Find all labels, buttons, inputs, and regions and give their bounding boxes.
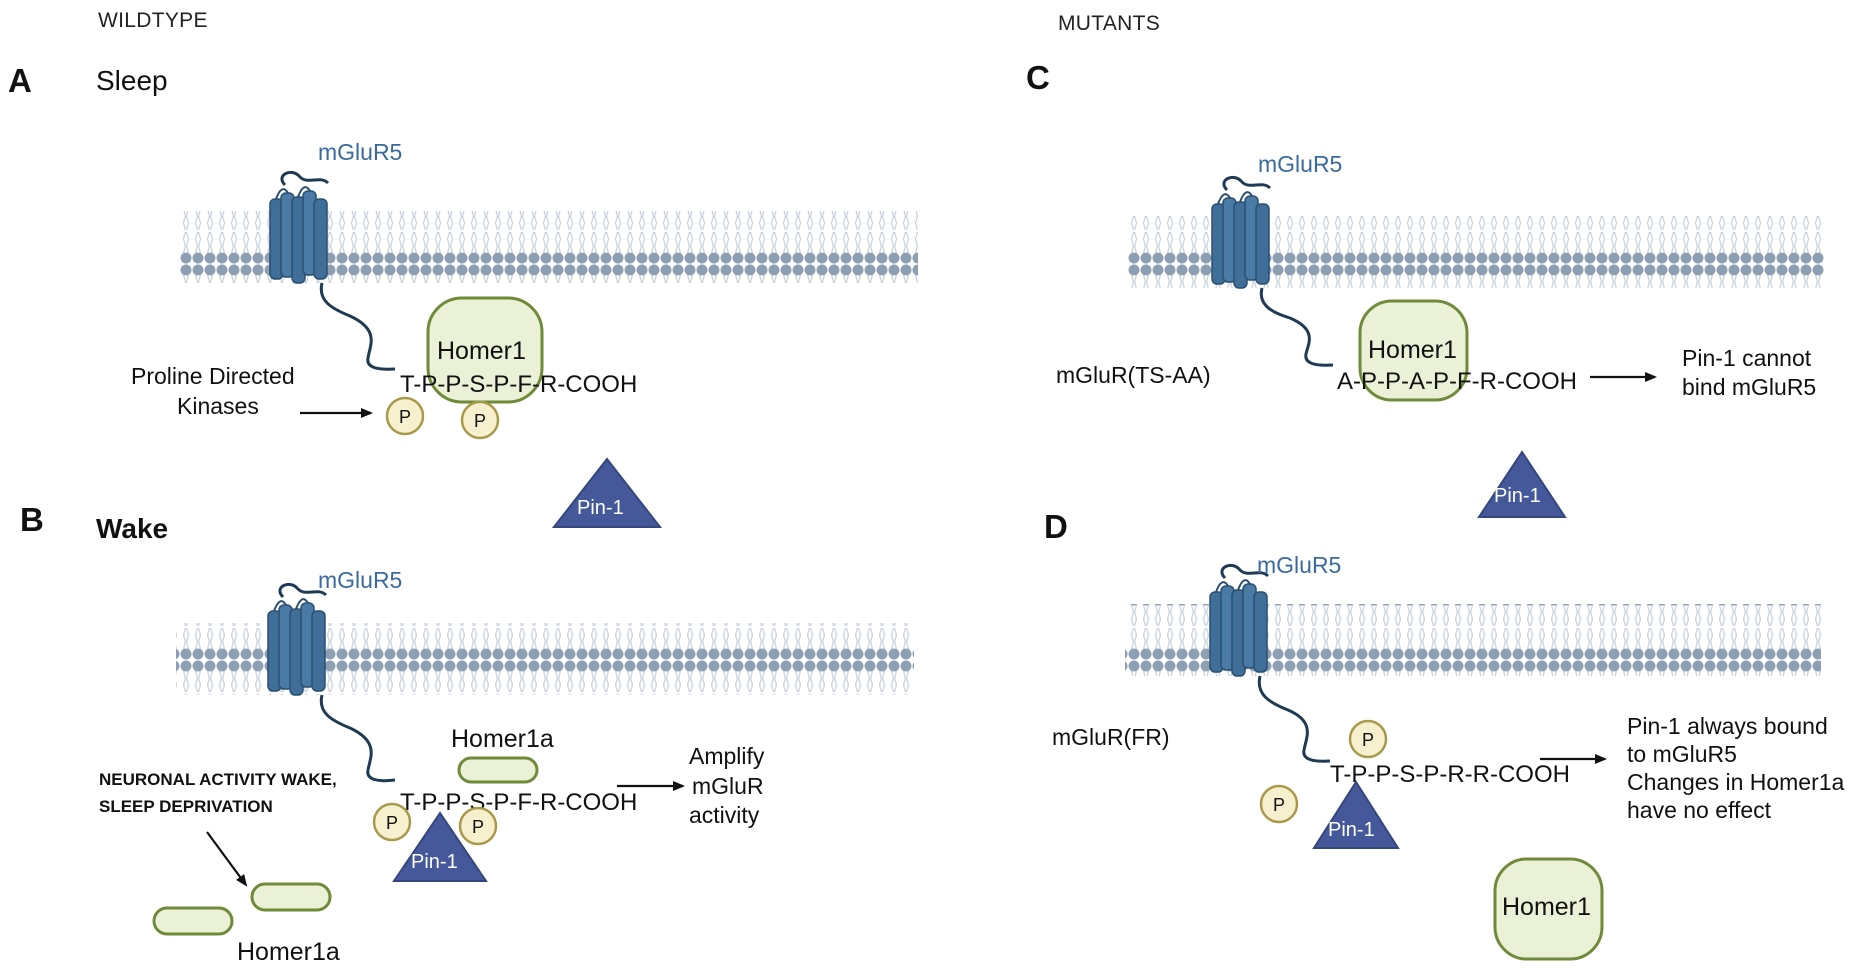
receptor-label: mGluR5 <box>318 567 402 593</box>
homer1-icon <box>1493 857 1604 961</box>
mutant-label: mGluR(TS-AA) <box>1056 362 1211 388</box>
panel-title-wake: Wake <box>96 513 168 544</box>
panel-letter-b: B <box>20 501 44 538</box>
arrow-icon <box>206 831 248 887</box>
mglur5-receptor-icon <box>266 582 328 697</box>
result-line-2: bind mGluR5 <box>1682 374 1816 400</box>
c-terminal-sequence: T-P-P-S-P-R-R-COOH <box>1330 761 1570 788</box>
receptor-label: mGluR5 <box>1258 151 1342 177</box>
homer1a-label: Homer1a <box>451 725 554 753</box>
receptor-tail <box>319 694 396 783</box>
result-line-4: have no effect <box>1627 797 1772 823</box>
activity-label-line1: NEURONAL ACTIVITY WAKE, <box>99 770 337 789</box>
activity-label-line2: SLEEP DEPRIVATION <box>99 797 273 816</box>
pin1-label: Pin-1 <box>411 851 458 873</box>
result-line-2: to mGluR5 <box>1627 741 1737 767</box>
phosphate-label: P <box>386 813 398 833</box>
pin1-icon: Pin-1 <box>1477 450 1567 518</box>
result-line-2: mGluR <box>692 773 764 799</box>
homer1a-icon <box>250 882 332 912</box>
kinase-label-line1: Proline Directed <box>131 363 295 389</box>
homer1-icon <box>1358 299 1469 402</box>
result-line-3: activity <box>689 802 760 828</box>
result-line-1: Pin-1 cannot <box>1682 345 1812 371</box>
pin1-icon: Pin-1 <box>1312 780 1400 849</box>
pin1-label: Pin-1 <box>577 497 624 519</box>
phosphate-icon: P <box>458 806 498 846</box>
mglur5-receptor-icon <box>1210 175 1272 290</box>
phosphate-icon: P <box>460 400 500 440</box>
panel-letter-d: D <box>1044 508 1068 545</box>
receptor-label: mGluR5 <box>1257 552 1341 578</box>
pin1-icon: Pin-1 <box>551 457 663 528</box>
homer1a-icon <box>152 906 234 936</box>
phosphate-label: P <box>1273 795 1285 815</box>
homer1-label: Homer1 <box>437 337 526 365</box>
mglur5-receptor-icon <box>1208 563 1270 678</box>
result-line-1: Pin-1 always bound <box>1627 713 1828 739</box>
phosphate-label: P <box>399 407 411 427</box>
phosphate-label: P <box>1362 730 1374 750</box>
phosphate-label: P <box>472 817 484 837</box>
receptor-tail <box>1259 287 1334 367</box>
mutant-label: mGluR(FR) <box>1052 724 1170 750</box>
kinase-label-line2: Kinases <box>177 393 259 419</box>
panel-letter-a: A <box>8 62 32 99</box>
panel-b: B Wake mGluR5 Homer1a T-P-P-S-P-F-R-COOH… <box>20 501 914 966</box>
phosphate-icon: P <box>1259 784 1299 824</box>
panel-letter-c: C <box>1026 59 1050 96</box>
homer1-label: Homer1 <box>1368 336 1457 364</box>
panel-c: C mGluR5 Homer1 mGluR(TS-AA) A-P-P-A-P-F… <box>1026 59 1824 518</box>
pin1-label: Pin-1 <box>1494 485 1541 507</box>
panel-title-sleep: Sleep <box>96 65 168 96</box>
result-line-1: Amplify <box>689 743 765 769</box>
receptor-tail <box>319 282 396 371</box>
receptor-tail <box>1257 675 1331 763</box>
result-line-3: Changes in Homer1a <box>1627 769 1845 795</box>
mglur5-receptor-icon <box>268 170 330 285</box>
phosphate-icon: P <box>372 802 412 842</box>
header-wildtype: WILDTYPE <box>98 9 208 32</box>
c-terminal-sequence: A-P-P-A-P-F-R-COOH <box>1337 368 1577 395</box>
receptor-label: mGluR5 <box>318 139 402 165</box>
panel-a: A Sleep mGluR5 Homer1 T-P-P-S-P-F-R-COOH… <box>8 62 918 528</box>
homer1-label: Homer1 <box>1502 893 1591 921</box>
pin1-label: Pin-1 <box>1328 819 1375 841</box>
c-terminal-sequence: T-P-P-S-P-F-R-COOH <box>400 789 637 816</box>
c-terminal-sequence: T-P-P-S-P-F-R-COOH <box>400 371 637 398</box>
panel-d: D mGluR5 mGluR(FR) P T-P-P-S-P-R-R-COOH … <box>1044 508 1845 961</box>
phosphate-label: P <box>474 411 486 431</box>
phosphate-icon: P <box>385 396 425 436</box>
pin1-icon: Pin-1 <box>392 811 488 882</box>
header-mutants: MUTANTS <box>1058 12 1160 35</box>
homer1a-icon <box>457 756 539 784</box>
phosphate-icon: P <box>1348 719 1388 759</box>
homer1a-bottom-label: Homer1a <box>237 938 340 966</box>
